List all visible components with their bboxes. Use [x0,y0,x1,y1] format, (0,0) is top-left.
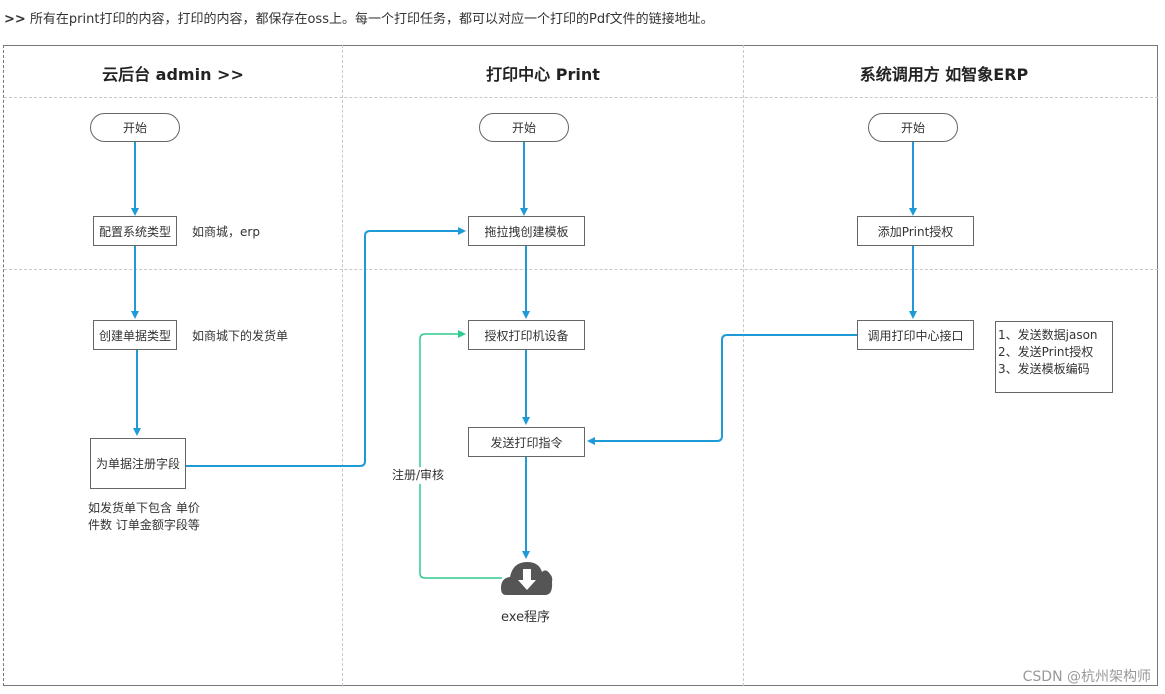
swimlane-frame [3,45,1158,686]
fields-example-line2: 件数 订单金额字段等 [88,518,200,532]
connector-register-review [419,330,502,579]
erp-start-node[interactable]: 开始 [868,113,958,142]
config-example-note: 如商城，erp [192,225,260,239]
header-divider [4,97,1158,98]
send-print-command-node[interactable]: 发送打印指令 [468,427,585,457]
add-print-auth-node[interactable]: 添加Print授权 [857,216,974,246]
admin-start-node[interactable]: 开始 [90,113,180,142]
fields-example-line1: 如发货单下包含 单价 [88,501,200,515]
exe-program-label: exe程序 [501,610,551,625]
lane-title-print: 打印中心 Print [486,65,600,84]
intro-body: 所有在print打印的内容，打印的内容，都保存在oss上。每一个打印任务，都可以… [25,12,714,27]
print-start-node[interactable]: 开始 [479,113,569,142]
fields-example-note: 如发货单下包含 单价 件数 订单金额字段等 [88,500,200,534]
create-doc-type-node[interactable]: 创建单据类型 [93,320,177,350]
lane-title-erp: 系统调用方 如智象ERP [859,65,1029,84]
connector-call-to-send [587,334,857,445]
api-steps-note: 1、发送数据jason 2、发送Print授权 3、发送模板编码 [995,321,1113,393]
register-review-label: 注册/审核 [392,467,445,484]
register-fields-node[interactable]: 为单据注册字段 [90,438,186,489]
config-system-type-node[interactable]: 配置系统类型 [93,216,177,246]
intro-text: >> 所有在print打印的内容，打印的内容，都保存在oss上。每一个打印任务，… [4,8,714,27]
lane-divider [342,45,343,686]
api-step: 3、发送模板编码 [998,362,1090,376]
phase-divider [4,269,1158,270]
authorize-printer-node[interactable]: 授权打印机设备 [468,320,585,350]
intro-prefix: >> [4,12,26,27]
api-step: 2、发送Print授权 [998,345,1094,359]
drag-create-template-node[interactable]: 拖拉拽创建模板 [468,216,585,246]
doc-type-example-note: 如商城下的发货单 [192,329,289,343]
cloud-download-icon [501,562,553,595]
lane-title-admin: 云后台 admin >> [102,65,244,84]
connector-fields-to-template [186,227,466,467]
watermark: CSDN @杭州架构师 [1022,669,1151,685]
call-print-api-node[interactable]: 调用打印中心接口 [857,320,974,350]
api-step: 1、发送数据jason [998,328,1098,342]
lane-divider [743,45,744,686]
